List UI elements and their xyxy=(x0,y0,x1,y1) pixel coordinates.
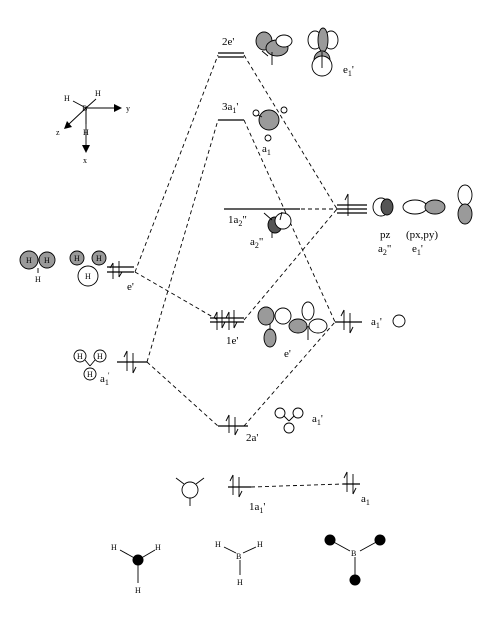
axes-h-right: H xyxy=(95,89,101,98)
mo-2e-label: 2e' xyxy=(222,36,234,48)
bh3-filled-center: H H H xyxy=(111,543,161,595)
orbital-2e-a xyxy=(255,31,293,65)
mo-1e-prime: 1e' xyxy=(210,310,244,347)
mo-1a-label: 1a1' xyxy=(249,501,265,515)
svg-text:': ' xyxy=(108,371,110,380)
mo-3a1-label: 3a1' xyxy=(222,101,238,115)
svg-text:H: H xyxy=(97,352,103,361)
boron-pz-orbital: pz a2" xyxy=(372,197,394,257)
orbital-1e-a: e' xyxy=(257,306,292,360)
axes-h-bottom: H xyxy=(83,128,89,137)
e1-top-label: e1' xyxy=(343,64,354,78)
a1-low-label: a1' xyxy=(312,413,323,427)
correlation-lines xyxy=(134,54,344,488)
bh3-filled-ends: B xyxy=(324,534,386,586)
boron-px-orbital xyxy=(402,199,446,215)
svg-text:B: B xyxy=(236,552,241,561)
bh3-labelled: B H H H xyxy=(215,540,263,587)
mo-1a2-doubleprime: 1a2" xyxy=(224,208,300,228)
svg-text:H: H xyxy=(111,543,117,552)
a2-dp-label: a2" xyxy=(250,236,263,250)
b-a1-label: a1' xyxy=(371,316,382,330)
e-prime-mid-label: e' xyxy=(284,348,291,360)
svg-text:H: H xyxy=(155,543,161,552)
svg-text:H: H xyxy=(35,275,41,284)
mo-2a-label: 2a' xyxy=(246,432,258,444)
orbital-1a1 xyxy=(175,477,205,506)
axes-center-b: B xyxy=(82,104,87,113)
boron-1s-level: a1 xyxy=(343,471,370,507)
axes-h-left: H xyxy=(64,94,70,103)
boron-py-orbital: (px,py) e1' xyxy=(406,184,473,257)
svg-text:H: H xyxy=(135,586,141,595)
orbital-1a2: a2" xyxy=(250,211,292,250)
h3-a1-orbital: H H H xyxy=(73,349,107,381)
h3-e-orbital-a: H H H xyxy=(19,250,56,284)
boron-s-orbital xyxy=(392,314,406,328)
svg-text:H: H xyxy=(237,578,243,587)
axis-x-label: x xyxy=(83,156,87,165)
svg-text:H: H xyxy=(96,254,102,263)
svg-text:H: H xyxy=(77,352,83,361)
svg-text:B: B xyxy=(351,549,356,558)
h3-e-label: e' xyxy=(127,281,134,293)
axis-z-label: z xyxy=(56,128,60,137)
pz-sym-label: a2" xyxy=(378,243,391,257)
pxpy-label: (px,py) xyxy=(406,229,438,241)
h3-a1-label: a1 xyxy=(100,373,109,387)
svg-text:H: H xyxy=(26,256,32,265)
mo-1a2-label: 1a2" xyxy=(228,214,247,228)
svg-text:H: H xyxy=(87,370,93,379)
coordinate-axes: H H H B y z x xyxy=(56,89,130,165)
h3-a1-level: a1 ' xyxy=(100,350,147,387)
orbital-1e-b xyxy=(288,301,328,340)
boron-2s-level: a1' xyxy=(335,309,406,334)
mo-2a1-prime: 2a' xyxy=(218,414,258,444)
svg-text:H: H xyxy=(215,540,221,549)
mo-1a1-prime: 1a1' xyxy=(228,474,265,515)
a1-top-label: a1 xyxy=(262,143,271,157)
axis-y-label: y xyxy=(126,104,130,113)
pxpy-sym-label: e1' xyxy=(412,243,423,257)
svg-text:H: H xyxy=(44,256,50,265)
pz-label: pz xyxy=(380,229,391,241)
mo-2e-prime: 2e' xyxy=(218,36,244,58)
svg-text:H: H xyxy=(257,540,263,549)
orbital-2a1: a1' xyxy=(274,407,323,434)
boron-2p-level xyxy=(337,193,367,216)
orbital-2e-b: e1' xyxy=(307,27,354,78)
mo-1e-label: 1e' xyxy=(226,335,238,347)
orbital-3a1: a1 xyxy=(252,106,288,157)
a1-bottom-label: a1 xyxy=(361,493,370,507)
svg-text:H: H xyxy=(85,272,91,281)
svg-text:H: H xyxy=(74,254,80,263)
mo-3a1-prime: 3a1' xyxy=(218,101,244,121)
h3-e-orbital-b: H H H xyxy=(69,250,107,287)
h3-e-level: e' xyxy=(107,261,134,293)
